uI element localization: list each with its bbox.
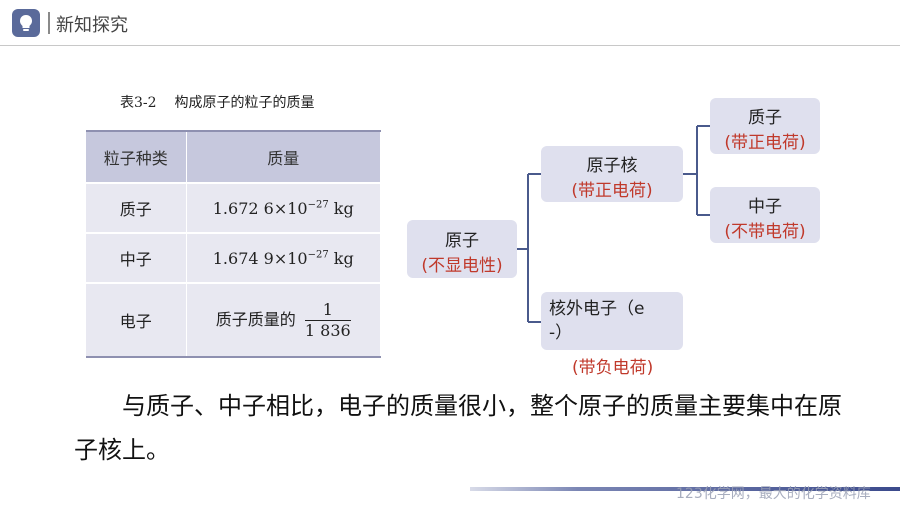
mass-exponent: −27 <box>307 199 329 211</box>
node-neutron-label: 中子 <box>748 197 782 217</box>
table-cell-mass: 质子质量的 1 1 836 <box>186 282 381 357</box>
table-cell-particle: 中子 <box>86 232 187 283</box>
table-row: 电子 质子质量的 1 1 836 <box>86 282 381 357</box>
node-neutron-charge: (不带电荷) <box>724 222 806 242</box>
table-cell-particle: 质子 <box>86 182 187 233</box>
fraction-numerator: 1 <box>304 300 351 321</box>
header-separator <box>48 12 50 34</box>
mass-unit: kg <box>328 198 354 218</box>
slide-header: 新知探究 <box>0 0 900 46</box>
mass-unit: kg <box>328 248 354 268</box>
node-nucleus-label: 原子核 <box>586 156 638 176</box>
node-electron-label-cont: -） <box>549 323 573 343</box>
table-header-mass: 质量 <box>186 131 381 183</box>
body-paragraph: 与质子、中子相比，电子的质量很小，整个原子的质量主要集中在原子核上。 <box>74 392 842 464</box>
node-proton: 质子 (带正电荷) <box>710 98 820 154</box>
mass-exponent: −27 <box>307 249 329 261</box>
table-cell-particle: 电子 <box>86 282 187 357</box>
node-electron-label: 核外电子（e <box>549 299 645 319</box>
mass-fraction: 1 1 836 <box>304 300 351 341</box>
node-neutron: 中子 (不带电荷) <box>710 187 820 243</box>
node-atom: 原子 (不显电性) <box>407 220 517 278</box>
node-nucleus: 原子核 (带正电荷) <box>541 146 683 202</box>
node-atom-label: 原子 <box>445 231 479 251</box>
header-divider <box>0 45 900 46</box>
table-cell-mass: 1.672 6×10−27 kg <box>186 182 381 233</box>
node-electron-charge: (带负电荷) <box>572 358 654 378</box>
table-header-row: 粒子种类 质量 <box>86 131 381 183</box>
page-title: 新知探究 <box>56 15 128 36</box>
particle-mass-table: 粒子种类 质量 质子 1.672 6×10−27 kg 中子 1.674 9×1… <box>86 130 381 358</box>
node-electron: 核外电子（e -） <box>541 292 683 350</box>
fraction-denominator: 1 836 <box>304 320 351 340</box>
node-atom-charge: (不显电性) <box>421 256 503 276</box>
mass-text: 质子质量的 <box>215 309 296 329</box>
mass-base: 1.674 9×10 <box>212 248 308 268</box>
lightbulb-icon <box>12 9 40 37</box>
footer-gradient-bar <box>470 487 900 491</box>
table-header-particle: 粒子种类 <box>86 131 187 183</box>
table-caption-text: 构成原子的粒子的质量 <box>174 95 315 111</box>
table-row: 质子 1.672 6×10−27 kg <box>86 182 381 233</box>
node-proton-label: 质子 <box>748 108 782 128</box>
node-nucleus-charge: (带正电荷) <box>571 181 653 201</box>
watermark-text: 123化学网，最大的化学资料库 <box>676 486 871 502</box>
table-caption: 表3-2 构成原子的粒子的质量 <box>120 92 315 112</box>
mass-base: 1.672 6×10 <box>212 198 308 218</box>
table-row: 中子 1.674 9×10−27 kg <box>86 232 381 283</box>
table-cell-mass: 1.674 9×10−27 kg <box>186 232 381 283</box>
table-caption-number: 表3-2 <box>120 95 157 111</box>
node-proton-charge: (带正电荷) <box>724 133 806 153</box>
